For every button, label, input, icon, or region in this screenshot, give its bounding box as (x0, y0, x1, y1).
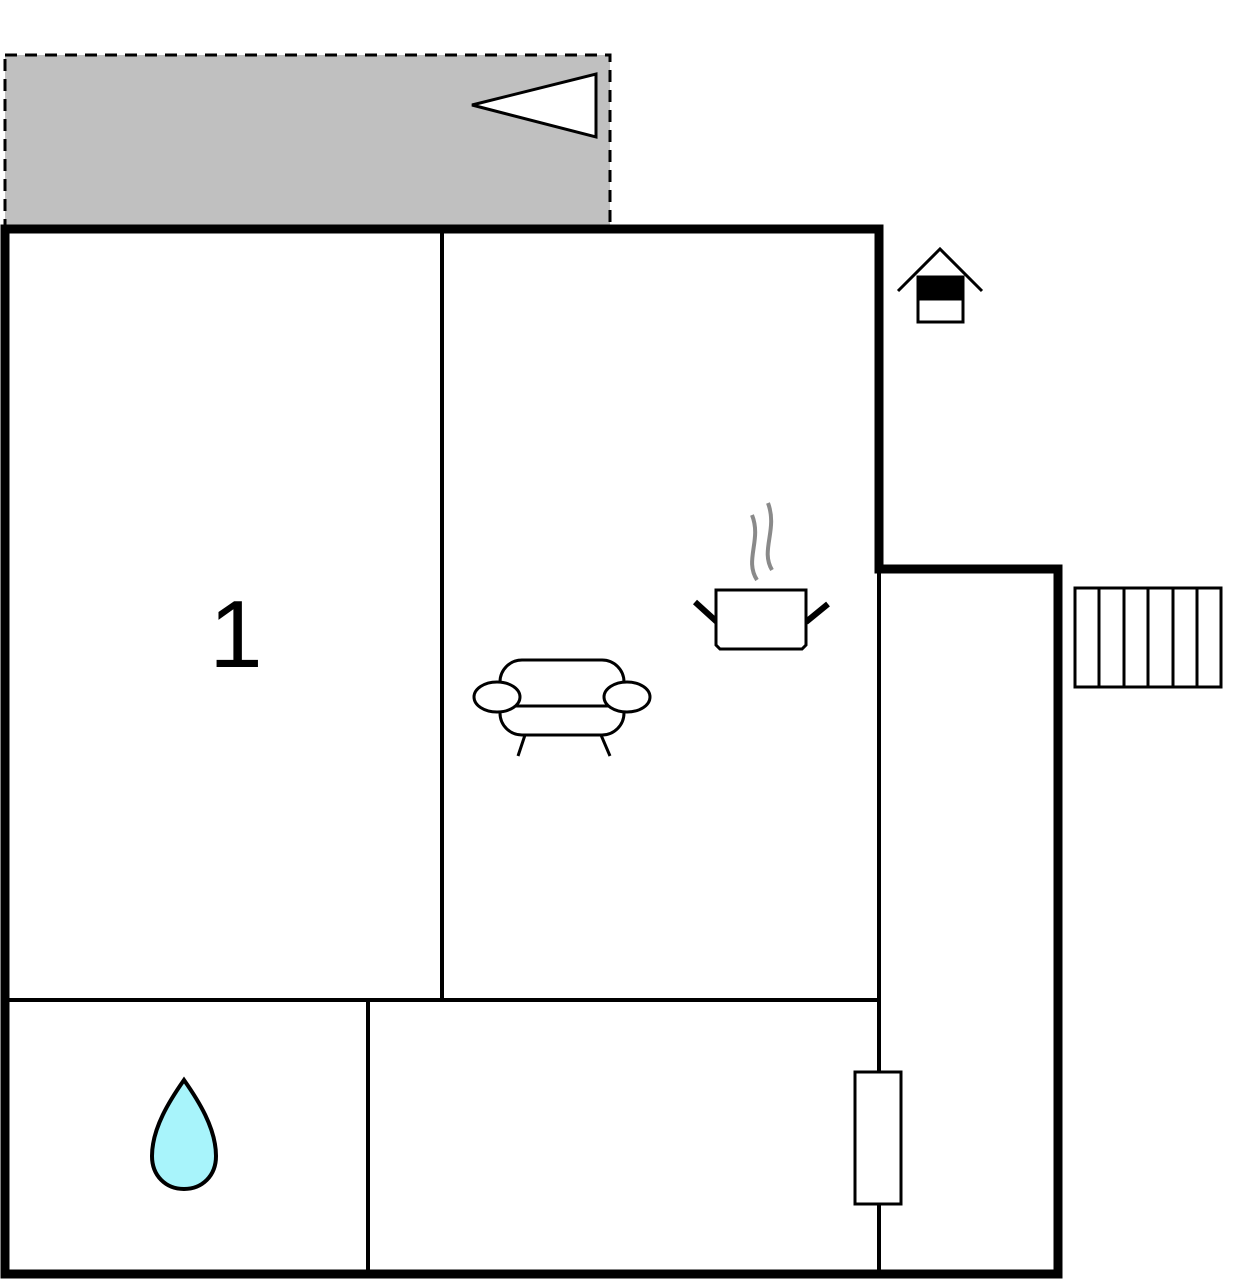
view-direction-triangle-icon (471, 72, 598, 139)
water-drop-icon (149, 1076, 219, 1192)
radiator-icon (853, 1070, 903, 1206)
room-label-bedroom: 1 (209, 581, 262, 688)
stairs-icon (1073, 586, 1223, 689)
sofa-icon (472, 658, 652, 757)
house-icon (896, 246, 984, 324)
terrace-area (3, 53, 612, 230)
interior-walls (5, 229, 881, 1274)
outer-wall (0, 224, 1063, 1279)
cooking-pot-icon (692, 502, 830, 651)
